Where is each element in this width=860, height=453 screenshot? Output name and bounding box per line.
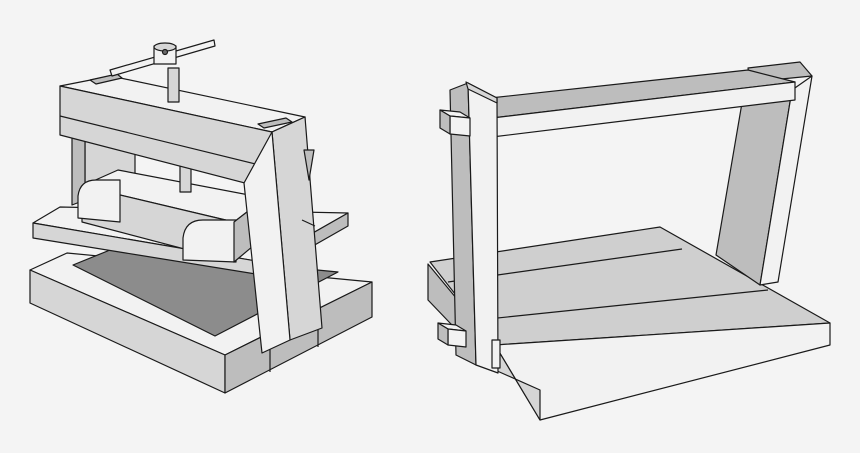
press-frame-and-base: [427, 61, 831, 421]
frame-top-rail: [489, 69, 796, 138]
frame-peg-lower: [437, 322, 467, 348]
screw-handle: [109, 39, 216, 103]
front-right-upright: [243, 116, 323, 354]
frame-front-upright: [449, 81, 501, 374]
pressing-block: [77, 169, 266, 263]
pressing-block-left-end: [77, 179, 121, 223]
screw-shaft-upper: [167, 67, 180, 103]
assembled-press: [29, 39, 373, 394]
frame-peg-upper: [439, 109, 471, 137]
pressing-block-right-end: [182, 219, 237, 263]
